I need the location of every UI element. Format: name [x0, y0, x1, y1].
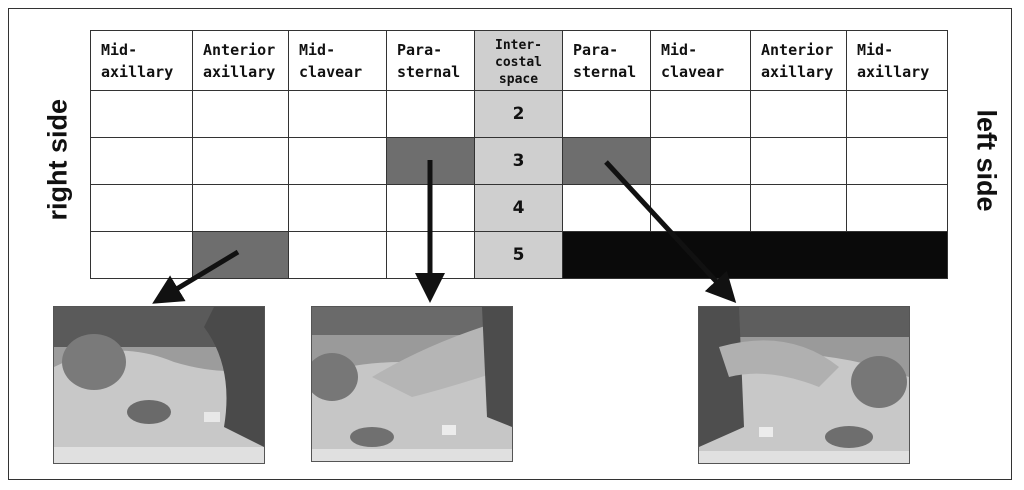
grid-cell [846, 137, 948, 185]
photo-right-parasternal [311, 306, 513, 462]
right-side-label: right side [42, 98, 73, 221]
intercostal-number: 4 [474, 184, 563, 232]
grid-cell [288, 231, 387, 279]
grid-cell [90, 137, 193, 185]
grid-cell [562, 184, 651, 232]
grid-cell [192, 90, 289, 138]
col-header-right-mid-axillary: Mid-axillary [90, 30, 193, 91]
probe-photo-image [54, 307, 264, 463]
col-header-right-mid-clavear: Mid-clavear [288, 30, 387, 91]
intercostal-number: 2 [474, 90, 563, 138]
intercostal-number: 3 [474, 137, 563, 185]
grid-cell [386, 90, 475, 138]
highlight-left-lateral-5 [562, 231, 948, 279]
probe-photo-image [312, 307, 512, 461]
grid-row-4: 4 [90, 184, 948, 232]
grid-cell [90, 231, 193, 279]
highlight-right-parasternal-3 [386, 137, 475, 185]
grid-cell [90, 90, 193, 138]
grid-row-5: 5 [90, 231, 948, 279]
probe-photo-image [699, 307, 909, 463]
grid-cell [192, 137, 289, 185]
grid-cell [846, 90, 948, 138]
col-header-left-mid-axillary: Mid-axillary [846, 30, 948, 91]
grid-cell [192, 184, 289, 232]
highlight-left-parasternal-3 [562, 137, 651, 185]
col-header-left-parasternal: Para-sternal [562, 30, 651, 91]
grid-cell [750, 184, 847, 232]
grid-cell [288, 90, 387, 138]
grid-row-3: 3 [90, 137, 948, 185]
highlight-right-anterior-axillary-5 [192, 231, 289, 279]
grid-cell [750, 90, 847, 138]
col-header-left-mid-clavear: Mid-clavear [650, 30, 751, 91]
grid-cell [650, 184, 751, 232]
grid-cell [562, 90, 651, 138]
grid-cell [846, 184, 948, 232]
intercostal-number: 5 [474, 231, 563, 279]
photo-right-anterior-axillary [53, 306, 265, 464]
grid-cell [386, 231, 475, 279]
grid-cell [650, 137, 751, 185]
grid-cell [90, 184, 193, 232]
col-header-right-parasternal: Para-sternal [386, 30, 475, 91]
left-side-label: left side [971, 109, 1002, 212]
grid-row-2: 2 [90, 90, 948, 138]
grid-cell [650, 90, 751, 138]
grid-cell [288, 137, 387, 185]
photo-left-parasternal [698, 306, 910, 464]
grid-cell [386, 184, 475, 232]
grid-cell [288, 184, 387, 232]
grid-cell [750, 137, 847, 185]
